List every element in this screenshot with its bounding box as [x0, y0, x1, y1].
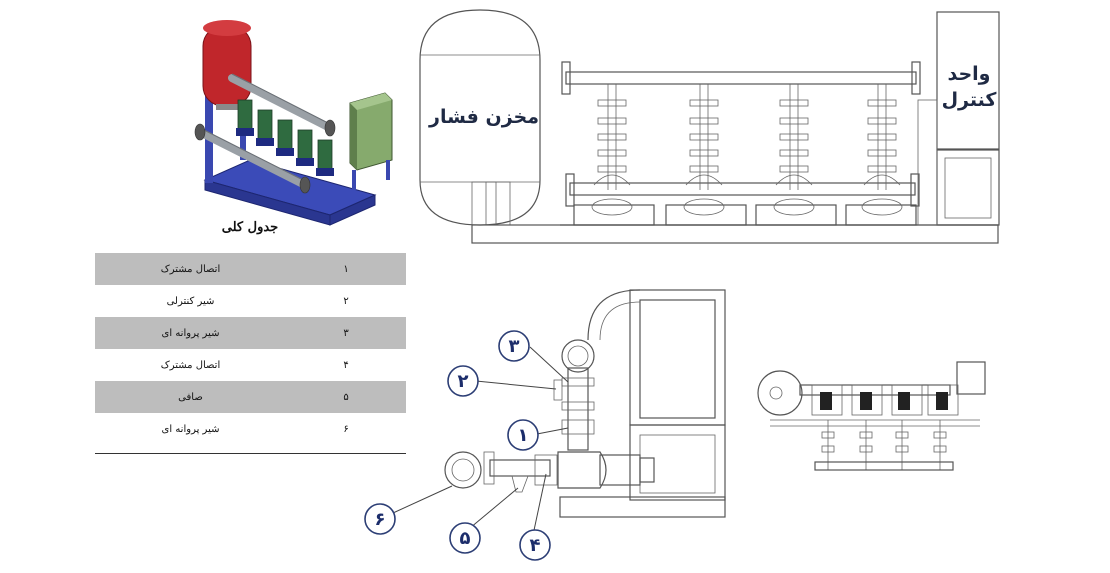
svg-text:۲: ۲	[458, 371, 469, 392]
front-elevation-drawing	[419, 9, 1000, 244]
row-item-name: شیر کنترلی	[166, 295, 215, 307]
plan-view-drawing	[757, 361, 986, 471]
red-tank	[202, 25, 252, 107]
control-unit-label-line1: واحد	[948, 63, 991, 85]
callout-3: ۳	[498, 330, 530, 362]
table-row: شیر کنترلی ۲	[95, 285, 406, 317]
row-item-number: ۵	[286, 381, 406, 413]
isometric-pump-assembly	[194, 20, 393, 226]
table-row: اتصال مشترک ۴	[95, 349, 406, 381]
side-elevation-drawing	[444, 289, 726, 518]
row-item-name: اتصال مشترک	[160, 359, 221, 371]
callout-5: ۵	[449, 522, 481, 554]
svg-text:۵: ۵	[460, 528, 471, 549]
callout-1: ۱	[507, 419, 539, 451]
row-item-name: شیر پروانه ای	[161, 423, 220, 435]
row-item-number: ۳	[286, 317, 406, 349]
control-unit-label-line2: کنترل	[942, 89, 998, 111]
svg-text:۳: ۳	[509, 336, 520, 357]
callout-leaders	[392, 346, 569, 536]
row-item-number: ۴	[343, 359, 349, 371]
svg-text:۴: ۴	[530, 535, 541, 556]
table-title: جدول کلی	[221, 220, 279, 235]
row-item-name: اتصال مشترک	[95, 253, 286, 285]
table-bottom-rule	[95, 453, 406, 454]
row-item-name: شیر پروانه ای	[95, 317, 286, 349]
callout-6: ۶	[364, 503, 396, 535]
callout-2: ۲	[447, 365, 479, 397]
row-item-number: ۱	[286, 253, 406, 285]
row-item-name: صافی	[95, 381, 286, 413]
row-item-number: ۲	[343, 295, 349, 307]
svg-text:۶: ۶	[375, 509, 386, 530]
pressure-tank-label: مخزن فشار	[428, 106, 539, 128]
row-item-number: ۶	[343, 423, 349, 435]
callout-4: ۴	[519, 529, 551, 561]
svg-text:۱: ۱	[518, 425, 529, 446]
table-row: شیر پروانه ای ۶	[95, 413, 406, 445]
